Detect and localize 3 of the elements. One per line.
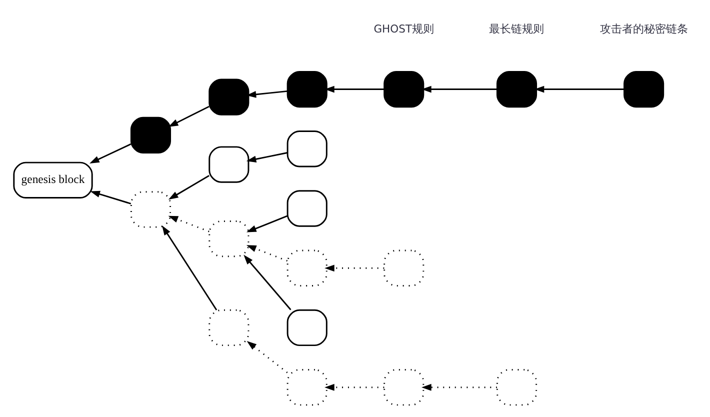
label: 最长链规则 — [489, 22, 544, 36]
label: 攻击者的秘密链条 — [600, 22, 688, 36]
label: GHOST规则 — [374, 22, 434, 36]
